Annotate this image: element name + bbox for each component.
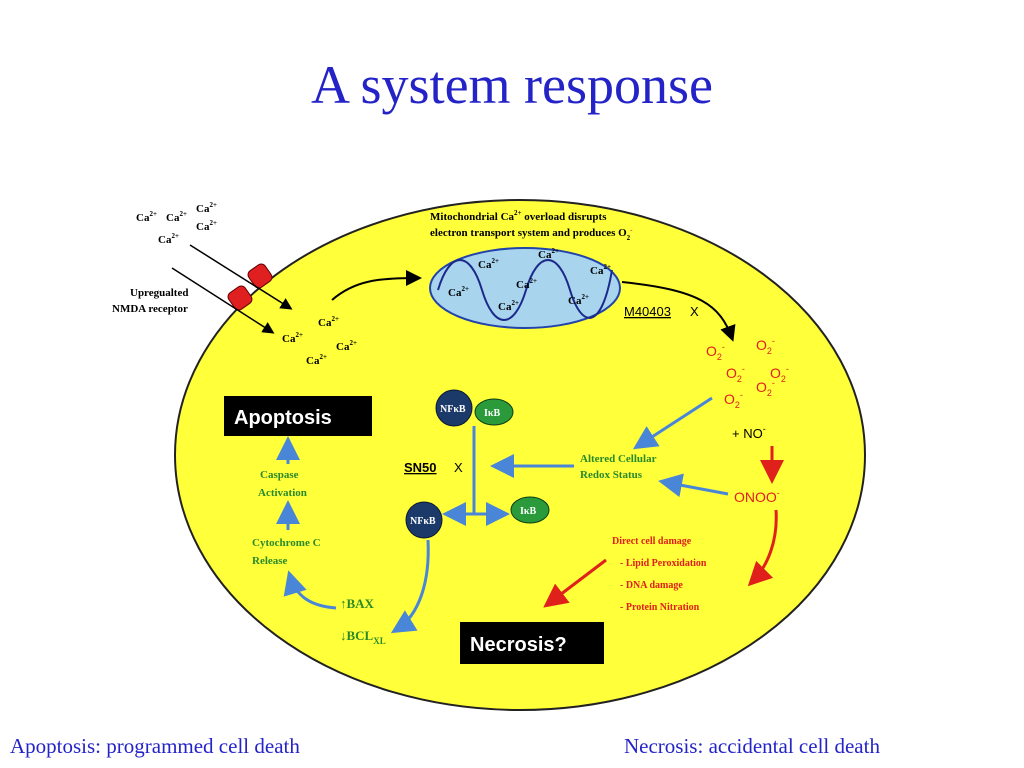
svg-text:Ca2+: Ca2+ xyxy=(538,247,559,261)
arrow-damage-to-necrosis xyxy=(543,558,607,608)
bax-label: ↑BAX xyxy=(340,596,375,611)
redox-label-1: Altered Cellular xyxy=(580,453,657,465)
svg-text:O2-: O2- xyxy=(770,364,789,384)
redox-label-2: Redox Status xyxy=(580,469,643,481)
svg-text:Ca2+: Ca2+ xyxy=(336,339,357,353)
arrow-nfkb-to-bcl xyxy=(390,539,430,634)
svg-text:Ca2+: Ca2+ xyxy=(590,263,611,277)
svg-text:Ca2+: Ca2+ xyxy=(448,285,469,299)
svg-text:O2-: O2- xyxy=(726,364,745,384)
svg-text:NFκB: NFκB xyxy=(410,516,436,527)
onoo-label: ONOO- xyxy=(734,488,780,505)
svg-text:O2-: O2- xyxy=(756,336,775,356)
damage-item-2: - DNA damage xyxy=(620,580,683,591)
sn50-x: X xyxy=(454,460,463,475)
cell-membrane xyxy=(174,199,866,711)
mito-text-2: electron transport system and produces O… xyxy=(430,226,633,242)
slide-title: A system response xyxy=(311,55,713,115)
arrow-bax-to-cytc xyxy=(283,570,337,610)
nmda-receptor xyxy=(171,244,293,334)
arrow-onoo-to-damage xyxy=(747,509,778,587)
svg-text:IκB: IκB xyxy=(520,506,536,517)
svg-text:Ca2+: Ca2+ xyxy=(516,277,537,291)
ikb-free: IκB xyxy=(510,496,550,524)
svg-text:Ca2+: Ca2+ xyxy=(196,219,217,233)
receptor-label-2: NMDA receptor xyxy=(112,303,188,315)
sn50-label: SN50 xyxy=(404,460,437,475)
necrosis-box: Necrosis? xyxy=(460,622,604,664)
arrow-o2-to-redox xyxy=(632,396,713,450)
arrow-mito-to-o2 xyxy=(621,281,736,342)
mito-text-1: Mitochondrial Ca2+ overload disrupts xyxy=(430,209,607,223)
svg-text:IκB: IκB xyxy=(484,408,500,419)
svg-text:O2-: O2- xyxy=(706,342,725,362)
apoptosis-box: Apoptosis xyxy=(224,396,372,436)
svg-text:Ca2+: Ca2+ xyxy=(282,331,303,345)
svg-text:Ca2+: Ca2+ xyxy=(318,315,339,329)
m40403-label: M40403 xyxy=(624,304,671,319)
nfkb-ikb-complex: IκB NFκB xyxy=(435,389,514,427)
no-label: + NO- xyxy=(732,424,766,441)
ca-ions-mito: Ca2+ Ca2+ Ca2+ Ca2+ Ca2+ Ca2+ Ca2+ xyxy=(448,247,611,313)
damage-item-3: - Protein Nitration xyxy=(620,602,700,613)
m40403-x: X xyxy=(690,304,699,319)
mitochondrion xyxy=(429,247,621,329)
svg-text:Ca2+: Ca2+ xyxy=(498,299,519,313)
caspase-label-1: Caspase xyxy=(260,469,299,481)
svg-text:NFκB: NFκB xyxy=(440,404,466,415)
svg-text:O2-: O2- xyxy=(724,390,743,410)
mito-wave xyxy=(437,259,613,321)
cytc-label-1: Cytochrome C xyxy=(252,537,321,549)
superoxide-cluster: O2- O2- O2- O2- O2- O2- xyxy=(706,336,789,410)
damage-title: Direct cell damage xyxy=(612,536,692,547)
caspase-label-2: Activation xyxy=(258,487,307,499)
ca-ions-inside: Ca2+ Ca2+ Ca2+ Ca2+ xyxy=(282,315,357,367)
svg-text:Ca2+: Ca2+ xyxy=(136,210,157,224)
svg-text:Ca2+: Ca2+ xyxy=(568,293,589,307)
svg-text:Ca2+: Ca2+ xyxy=(306,353,327,367)
svg-text:Apoptosis: Apoptosis xyxy=(234,407,332,429)
cytc-label-2: Release xyxy=(252,555,288,567)
svg-text:Ca2+: Ca2+ xyxy=(158,232,179,246)
damage-item-1: - Lipid Peroxidation xyxy=(620,558,707,569)
svg-text:Necrosis?: Necrosis? xyxy=(470,634,567,656)
footer-apoptosis: Apoptosis: programmed cell death xyxy=(10,734,300,758)
arrow-onoo-to-redox xyxy=(658,473,729,498)
svg-text:Ca2+: Ca2+ xyxy=(478,257,499,271)
bcl-label: ↓BCLXL xyxy=(340,628,386,646)
svg-text:Ca2+: Ca2+ xyxy=(196,201,217,215)
svg-text:Ca2+: Ca2+ xyxy=(166,210,187,224)
arrow-ca-to-mito xyxy=(331,270,422,301)
ca-ions-outside: Ca2+ Ca2+ Ca2+ Ca2+ Ca2+ xyxy=(136,201,217,246)
receptor-label-1: Upregualted xyxy=(130,287,188,299)
svg-text:O2-: O2- xyxy=(756,378,775,398)
footer-necrosis: Necrosis: accidental cell death xyxy=(624,734,880,758)
nfkb-free: NFκB xyxy=(405,501,443,539)
